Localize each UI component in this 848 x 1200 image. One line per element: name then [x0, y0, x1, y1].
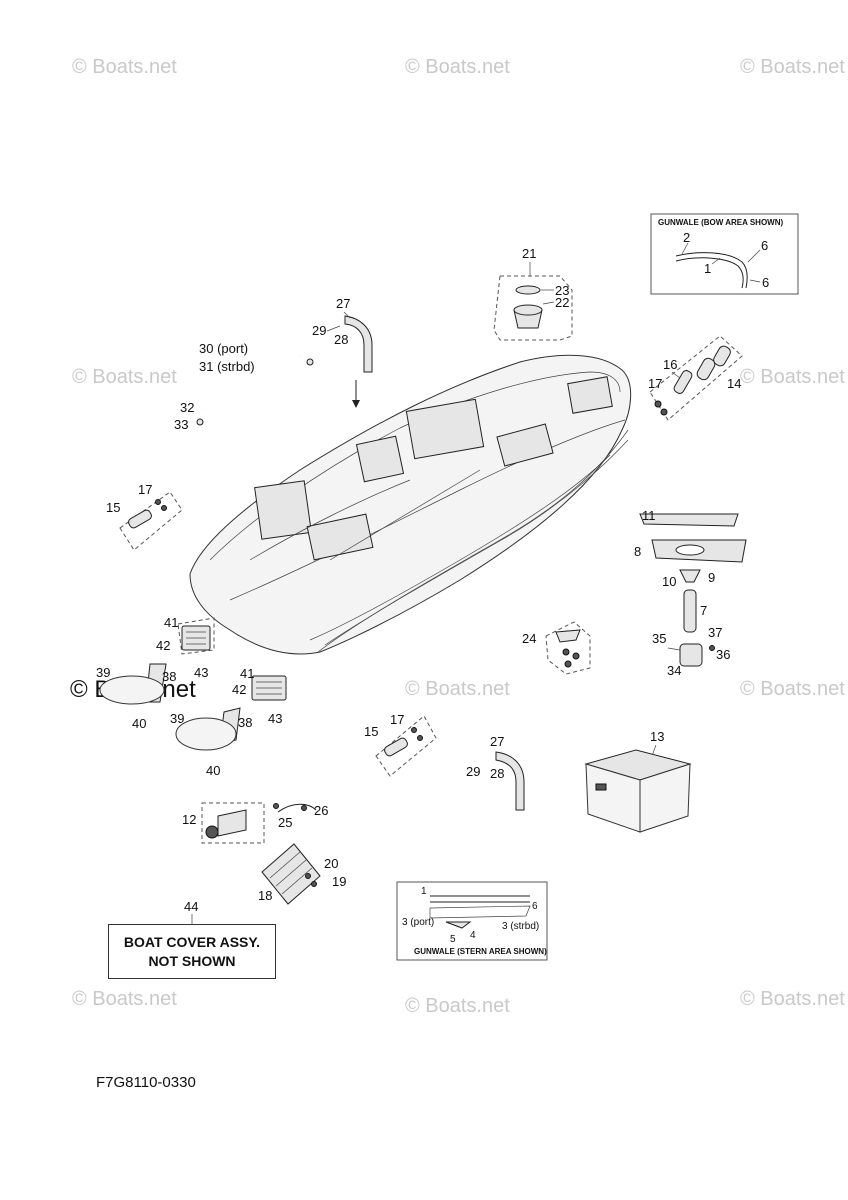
- callout: 29: [312, 323, 326, 338]
- seat-pedestal-a: 41 42 43 38 39 40: [96, 615, 215, 731]
- callout: 31 (strbd): [199, 359, 255, 374]
- watermark: © Boats.net: [405, 995, 510, 1017]
- callout: 15: [364, 724, 378, 739]
- boat-cover-line1: BOAT COVER ASSY.: [123, 933, 261, 950]
- callout: 21: [522, 246, 536, 261]
- callout: 11: [642, 508, 656, 523]
- callout: 41: [240, 666, 254, 681]
- ski-pylon-group: 11 8 10 9 7 35 37 36 34: [634, 508, 747, 678]
- part-25-26-group: 25 26: [273, 803, 328, 830]
- callout: 1: [421, 886, 427, 897]
- inset-stern-title: GUNWALE (STERN AREA SHOWN): [414, 947, 547, 956]
- callout: 17: [138, 482, 152, 497]
- callout: 24: [522, 631, 536, 646]
- callout: 25: [278, 815, 292, 830]
- callout: 41: [164, 615, 178, 630]
- callout: 42: [232, 682, 246, 697]
- callout: 10: [662, 574, 676, 589]
- callout: 28: [334, 332, 348, 347]
- cover-callout: 44: [184, 899, 198, 924]
- watermark: © Boats.net: [72, 56, 177, 78]
- callout: 42: [156, 638, 170, 653]
- callout: 9: [708, 570, 715, 585]
- boat-hull: [189, 354, 632, 655]
- seat-pedestal-b: 41 42 43 38 39 40: [170, 666, 287, 778]
- callout: 19: [332, 874, 346, 889]
- ladder: 20 19 18: [258, 843, 346, 905]
- callout: 12: [182, 812, 196, 827]
- inset-bow-title: GUNWALE (BOW AREA SHOWN): [658, 218, 784, 227]
- watermarks: © Boats.net © Boats.net © Boats.net © Bo…: [70, 56, 845, 1017]
- callout: 3 (strbd): [502, 921, 539, 932]
- callout: 32: [180, 400, 194, 415]
- callout: 40: [206, 763, 220, 778]
- callout: 14: [727, 376, 741, 391]
- watermark: © Boats.net: [740, 988, 845, 1010]
- callout: 2: [683, 230, 690, 245]
- callout: 22: [555, 295, 569, 310]
- callout: 1: [704, 261, 711, 276]
- grab-handle-bottom: 27 29 28: [466, 734, 525, 811]
- watermark: © Boats.net: [72, 988, 177, 1010]
- inset-stern-gunwale: 1 6 3 (port) 3 (strbd) 5 4 GUNWALE (STER…: [396, 881, 548, 961]
- callout: 39: [96, 665, 110, 680]
- cleat-group-left: 15 17: [106, 482, 183, 551]
- boat-cover-note: BOAT COVER ASSY. NOT SHOWN: [108, 924, 276, 979]
- watermark: © Boats.net: [740, 366, 845, 388]
- callout: 23: [555, 283, 569, 298]
- callout: 13: [650, 729, 664, 744]
- diagram-code: F7G8110-0330: [96, 1074, 196, 1091]
- callout: 33: [174, 417, 188, 432]
- callout: 43: [268, 711, 282, 726]
- callout: 38: [162, 669, 176, 684]
- cup-holder-group: 21 23 22: [493, 246, 573, 341]
- callout: 29: [466, 764, 480, 779]
- callout: 7: [700, 603, 707, 618]
- callout: 39: [170, 711, 184, 726]
- rail-assembly: 30 (port) 31 (strbd) 32 33: [174, 341, 314, 432]
- callout: 28: [490, 766, 504, 781]
- grab-handle-top: 27 29 28: [312, 296, 373, 408]
- cleat-group-right: 16 17 14: [648, 335, 743, 421]
- callout: 44: [184, 899, 198, 914]
- watermark: © Boats.net: [740, 56, 845, 78]
- callout: 35: [652, 631, 666, 646]
- callout: 6: [532, 901, 538, 912]
- callout: 36: [716, 647, 730, 662]
- callout: 6: [762, 275, 769, 290]
- callout: 27: [336, 296, 350, 311]
- callout: 18: [258, 888, 272, 903]
- callout: 16: [663, 357, 677, 372]
- part-12-group: 12: [182, 802, 265, 844]
- callout: 27: [490, 734, 504, 749]
- callout: 17: [648, 376, 662, 391]
- callout: 3 (port): [402, 917, 434, 928]
- callout: 26: [314, 803, 328, 818]
- callout: 6: [761, 238, 768, 253]
- callout: 30 (port): [199, 341, 248, 356]
- watermark: © Boats.net: [405, 678, 510, 700]
- callout: 43: [194, 665, 208, 680]
- callout: 17: [390, 712, 404, 727]
- callout: 37: [708, 625, 722, 640]
- watermark: © Boats.net: [740, 678, 845, 700]
- callout: 38: [238, 715, 252, 730]
- callout: 34: [667, 663, 681, 678]
- inset-bow-gunwale: GUNWALE (BOW AREA SHOWN) 2 1 6 6: [650, 213, 799, 295]
- boat-cover-line2: NOT SHOWN: [148, 952, 236, 969]
- callout: 4: [470, 930, 476, 941]
- callout: 15: [106, 500, 120, 515]
- callout: 20: [324, 856, 338, 871]
- callout: 8: [634, 544, 641, 559]
- watermark: © Boats.net: [72, 366, 177, 388]
- callout: 40: [132, 716, 146, 731]
- cooler: 13: [584, 729, 692, 833]
- part-24-group: 24: [522, 621, 591, 675]
- cleat-group-center: 15 17: [364, 712, 437, 777]
- callout: 5: [450, 934, 456, 945]
- watermark: © Boats.net: [405, 56, 510, 78]
